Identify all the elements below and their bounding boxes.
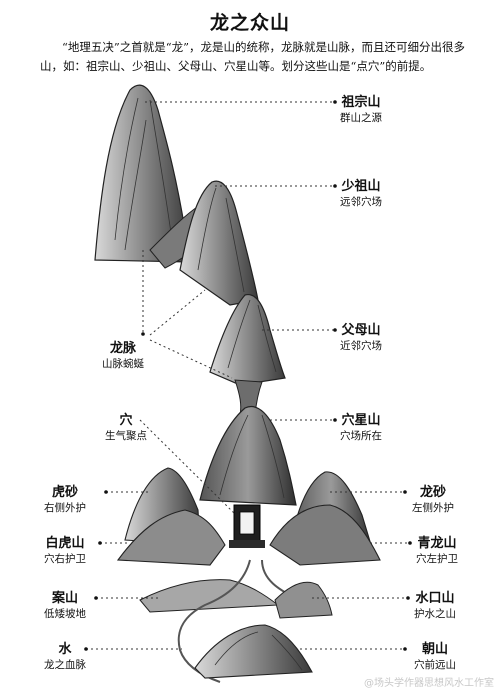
label-shui: 水龙之血脉 <box>44 642 86 671</box>
watermark: @场头学作器思想风水工作室 <box>364 678 494 689</box>
label-baihu: 白虎山穴右护卫 <box>44 536 86 565</box>
fumu-mountain <box>209 294 286 386</box>
baihu-hills <box>116 509 226 566</box>
ancestral-mountain <box>94 84 191 263</box>
label-husha: 虎砂右侧外护 <box>44 485 86 514</box>
anshan-hills <box>139 579 280 613</box>
shuikou-hills <box>274 581 333 619</box>
label-shaozu: 少祖山远邻穴场 <box>340 179 382 208</box>
label-zuzong: 祖宗山群山之源 <box>340 95 382 124</box>
label-xuexing: 穴星山穴场所在 <box>340 413 382 442</box>
intro-paragraph: “地理五决”之首就是“龙”，龙是山的统称，龙脉就是山脉，而且还可细分出很多山，如… <box>40 40 466 73</box>
xuexing-mountain <box>199 406 297 506</box>
page-title: 龙之众山 <box>209 12 290 34</box>
label-chao: 朝山穴前远山 <box>414 642 456 671</box>
label-anshan: 案山低矮坡地 <box>44 591 86 620</box>
label-fumu: 父母山近邻穴场 <box>340 323 382 352</box>
label-xue: 穴生气聚点 <box>105 413 147 442</box>
label-longmai: 龙脉山脉蜿蜒 <box>102 341 144 370</box>
chaoshan-hills <box>194 624 313 679</box>
label-shuikou: 水口山护水之山 <box>414 591 456 620</box>
qinglong-hills <box>269 504 381 566</box>
water-river <box>177 559 251 683</box>
label-longsha: 龙砂左侧外护 <box>412 485 454 514</box>
shaozu-mountain <box>179 180 259 306</box>
label-qinglong: 青龙山穴左护卫 <box>416 536 458 565</box>
